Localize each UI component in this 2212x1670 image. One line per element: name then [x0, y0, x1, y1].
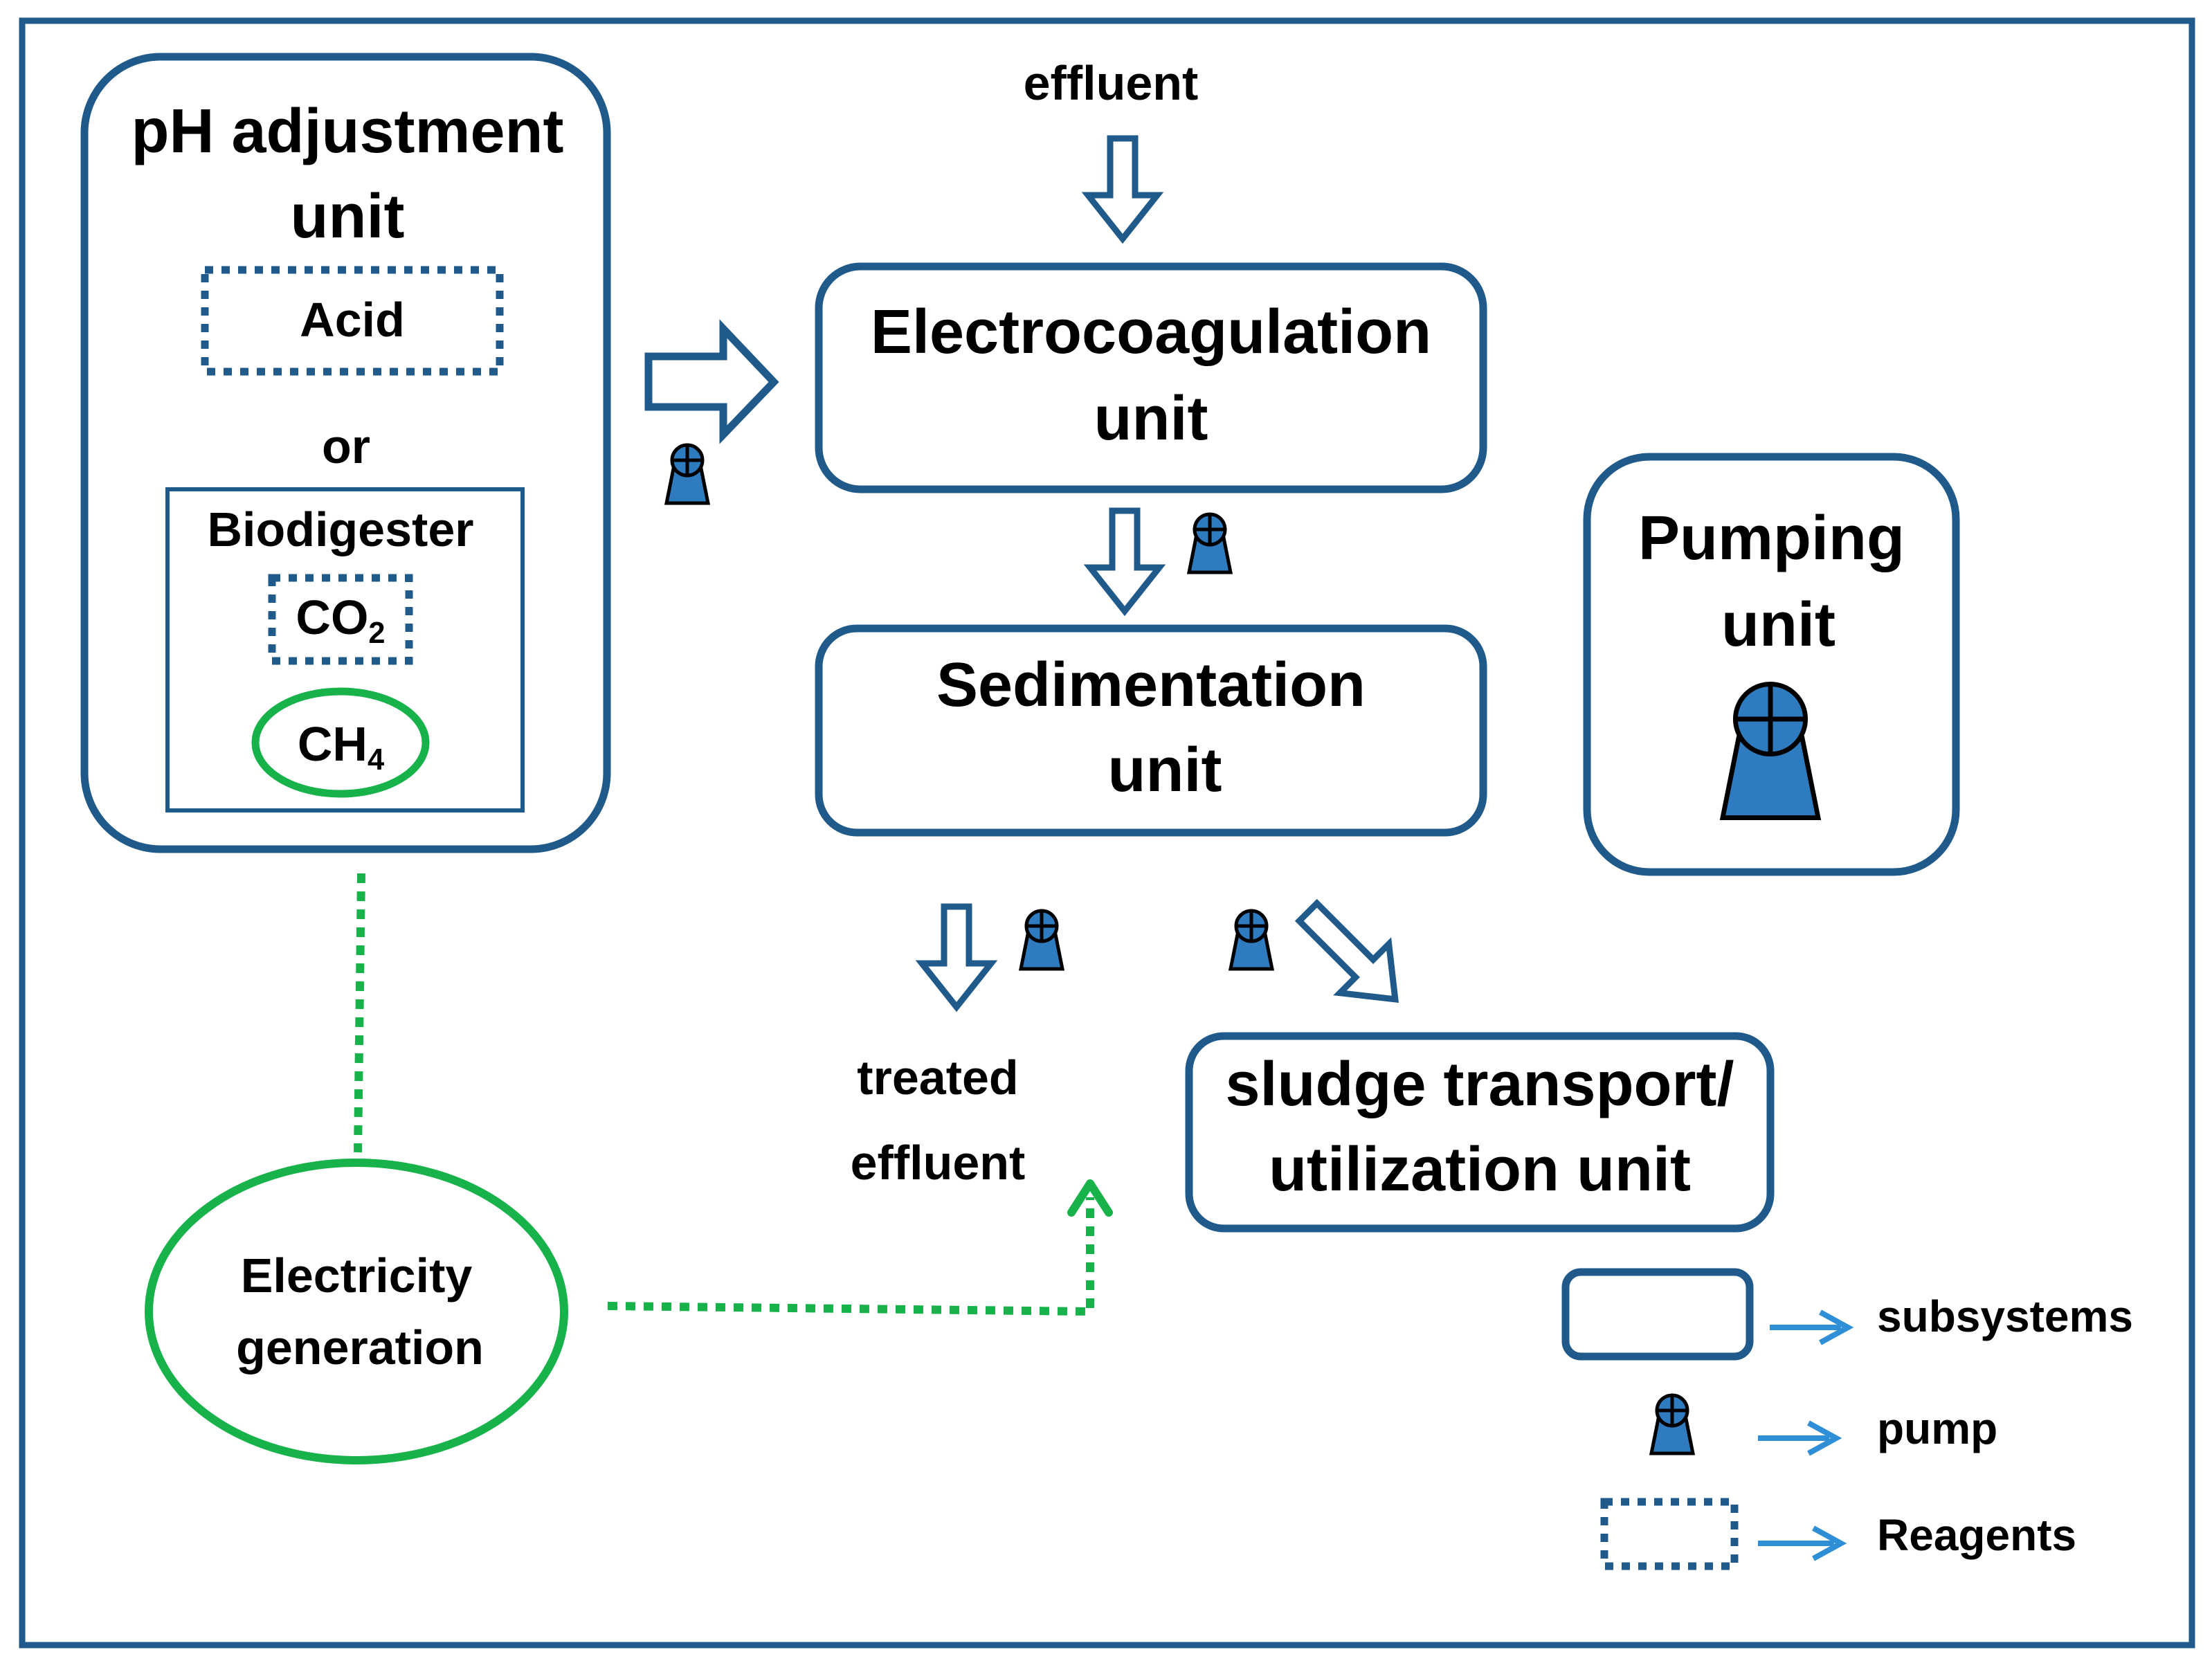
- or-label: or: [322, 419, 370, 473]
- legend-reagent-swatch: [1600, 1498, 1739, 1570]
- ch4-ellipse: [251, 687, 430, 798]
- ph-unit-title-line1: pH adjustment: [131, 97, 564, 166]
- effluent-arrow-icon: [1088, 138, 1157, 239]
- pump-icon: [1231, 911, 1272, 969]
- ph-unit-title-line2: unit: [290, 182, 405, 251]
- legend-arrow-icon: [1758, 1420, 1842, 1456]
- co2-label: CO2: [296, 590, 386, 651]
- ph-to-electro-arrow: [644, 319, 779, 444]
- pump-icon: [1189, 514, 1231, 572]
- sludge-unit-box: [1185, 1032, 1775, 1233]
- pumping-unit-box: [1583, 453, 1960, 876]
- sludge-arrow-icon: [1294, 898, 1399, 1003]
- treated-effluent-arrow-icon: [922, 907, 991, 1007]
- biodigester-label: Biodigester: [207, 502, 474, 556]
- sedimentation-box: [815, 624, 1487, 837]
- pumping-unit-title-line2: unit: [1721, 590, 1835, 660]
- legend-pump-icon: [1651, 1395, 1693, 1453]
- pumping-unit-pump-icon: [1719, 681, 1822, 821]
- electrocoagulation-box: [815, 262, 1487, 493]
- electricity-label-line2: generation: [236, 1320, 484, 1374]
- sludge-title-line1: sludge transport/: [1225, 1050, 1734, 1119]
- legend-subsystem-swatch: [1561, 1268, 1754, 1361]
- electricity-to-treated-dotted-line: [607, 1197, 1094, 1316]
- legend-arrow-icon: [1770, 1309, 1854, 1345]
- sedimentation-title-line1: Sedimentation: [936, 651, 1366, 720]
- ch4-label: CH4: [297, 717, 385, 777]
- treated-label-line2: effluent: [850, 1136, 1026, 1190]
- acid-label: Acid: [300, 293, 405, 347]
- sedimentation-title-line2: unit: [1107, 736, 1222, 805]
- electro-to-sed-arrow-icon: [1090, 511, 1159, 611]
- electrocoagulation-title-line2: unit: [1094, 384, 1208, 453]
- electrocoagulation-title-line1: Electrocoagulation: [870, 298, 1432, 367]
- dotted-arrow-icon: [1067, 1179, 1113, 1217]
- effluent-label: effluent: [1023, 56, 1199, 110]
- outer-frame: [19, 17, 2195, 1649]
- ph-to-electricity-dotted-line: [354, 873, 365, 1153]
- legend-arrow-icon: [1758, 1525, 1847, 1561]
- biodigester-box: [165, 487, 525, 813]
- ph-adjustment-box: [80, 53, 611, 853]
- co2-reagent-box: [268, 574, 413, 665]
- electricity-label-line1: Electricity: [240, 1249, 473, 1303]
- electricity-ellipse: [145, 1159, 568, 1464]
- pump-icon: [1021, 911, 1062, 969]
- treated-label-line1: treated: [857, 1051, 1019, 1105]
- legend-reagents-label: Reagents: [1877, 1510, 2077, 1560]
- legend-pump-label: pump: [1877, 1404, 1998, 1453]
- legend-subsystems-label: subsystems: [1877, 1291, 2133, 1341]
- sludge-title-line2: utilization unit: [1269, 1135, 1691, 1204]
- pumping-unit-title-line1: Pumping: [1638, 504, 1905, 573]
- pump-icon: [667, 445, 708, 503]
